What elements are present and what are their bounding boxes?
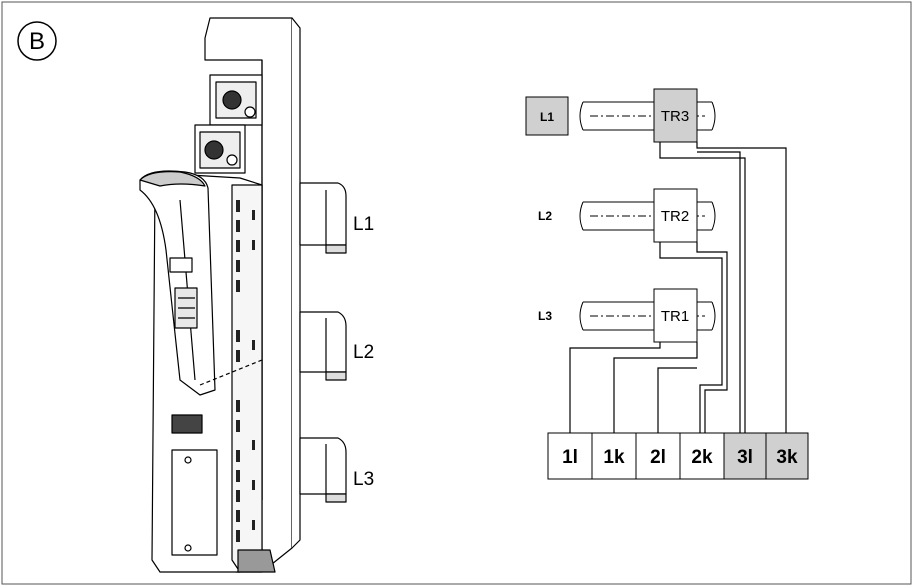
busbar-l3 [299, 437, 347, 503]
terminal-label-1k: 1k [603, 447, 625, 468]
terminal-3l [723, 432, 767, 480]
terminal-1l [547, 432, 593, 480]
badge: B [17, 21, 57, 61]
terminal-3k [765, 432, 809, 480]
top-screw [222, 90, 242, 110]
handle-grip [139, 171, 206, 187]
bottom-label-area [171, 449, 218, 556]
wiring-diagram: L1 L2 L3 TR3 TR2 T [525, 88, 809, 480]
terminal-1k [591, 432, 637, 480]
rear-housing-edge [291, 17, 301, 549]
bottom-window [171, 414, 203, 434]
top-screw-2 [244, 106, 256, 118]
terminal-label-3k: 3k [776, 447, 798, 468]
terminal-label-2k: 2k [691, 447, 713, 468]
transformer-tr2 [653, 188, 698, 243]
busbar-l1 [299, 182, 347, 254]
bottom-hole-2 [184, 544, 192, 552]
busbar-l2 [299, 311, 347, 381]
handle [139, 170, 216, 396]
wires [569, 142, 787, 433]
phase-label-l2: L2 [353, 342, 374, 363]
mid-screw-2 [226, 154, 238, 166]
bottom-foot [237, 549, 276, 573]
terminal-strip [547, 432, 809, 480]
transformer-tr3-label: TR3 [661, 108, 689, 125]
transformer-tr2-label: TR2 [661, 208, 689, 225]
line-box-l1 [525, 96, 569, 136]
terminal-label-1l: 1l [562, 447, 578, 468]
vent-slots [236, 200, 255, 542]
phase-label-l1: L1 [353, 214, 374, 235]
terminal-2k [679, 432, 725, 480]
badge-circle [17, 21, 57, 61]
line-label-l1: L1 [540, 110, 554, 124]
transformer-tr1-label: TR1 [661, 308, 689, 325]
transformer-tr1 [653, 288, 698, 343]
badge-letter: B [29, 28, 45, 55]
line-label-l2: L2 [538, 209, 552, 223]
transformer-tr3 [653, 88, 698, 143]
mid-screw [204, 140, 224, 160]
fuse-switch-drawing [139, 17, 347, 573]
line-label-l3: L3 [538, 309, 552, 323]
bottom-hole [184, 456, 192, 464]
phase-label-l3: L3 [353, 469, 374, 490]
indicator-window [169, 257, 193, 273]
terminal-label-2l: 2l [650, 447, 666, 468]
terminal-label-3l: 3l [737, 447, 753, 468]
